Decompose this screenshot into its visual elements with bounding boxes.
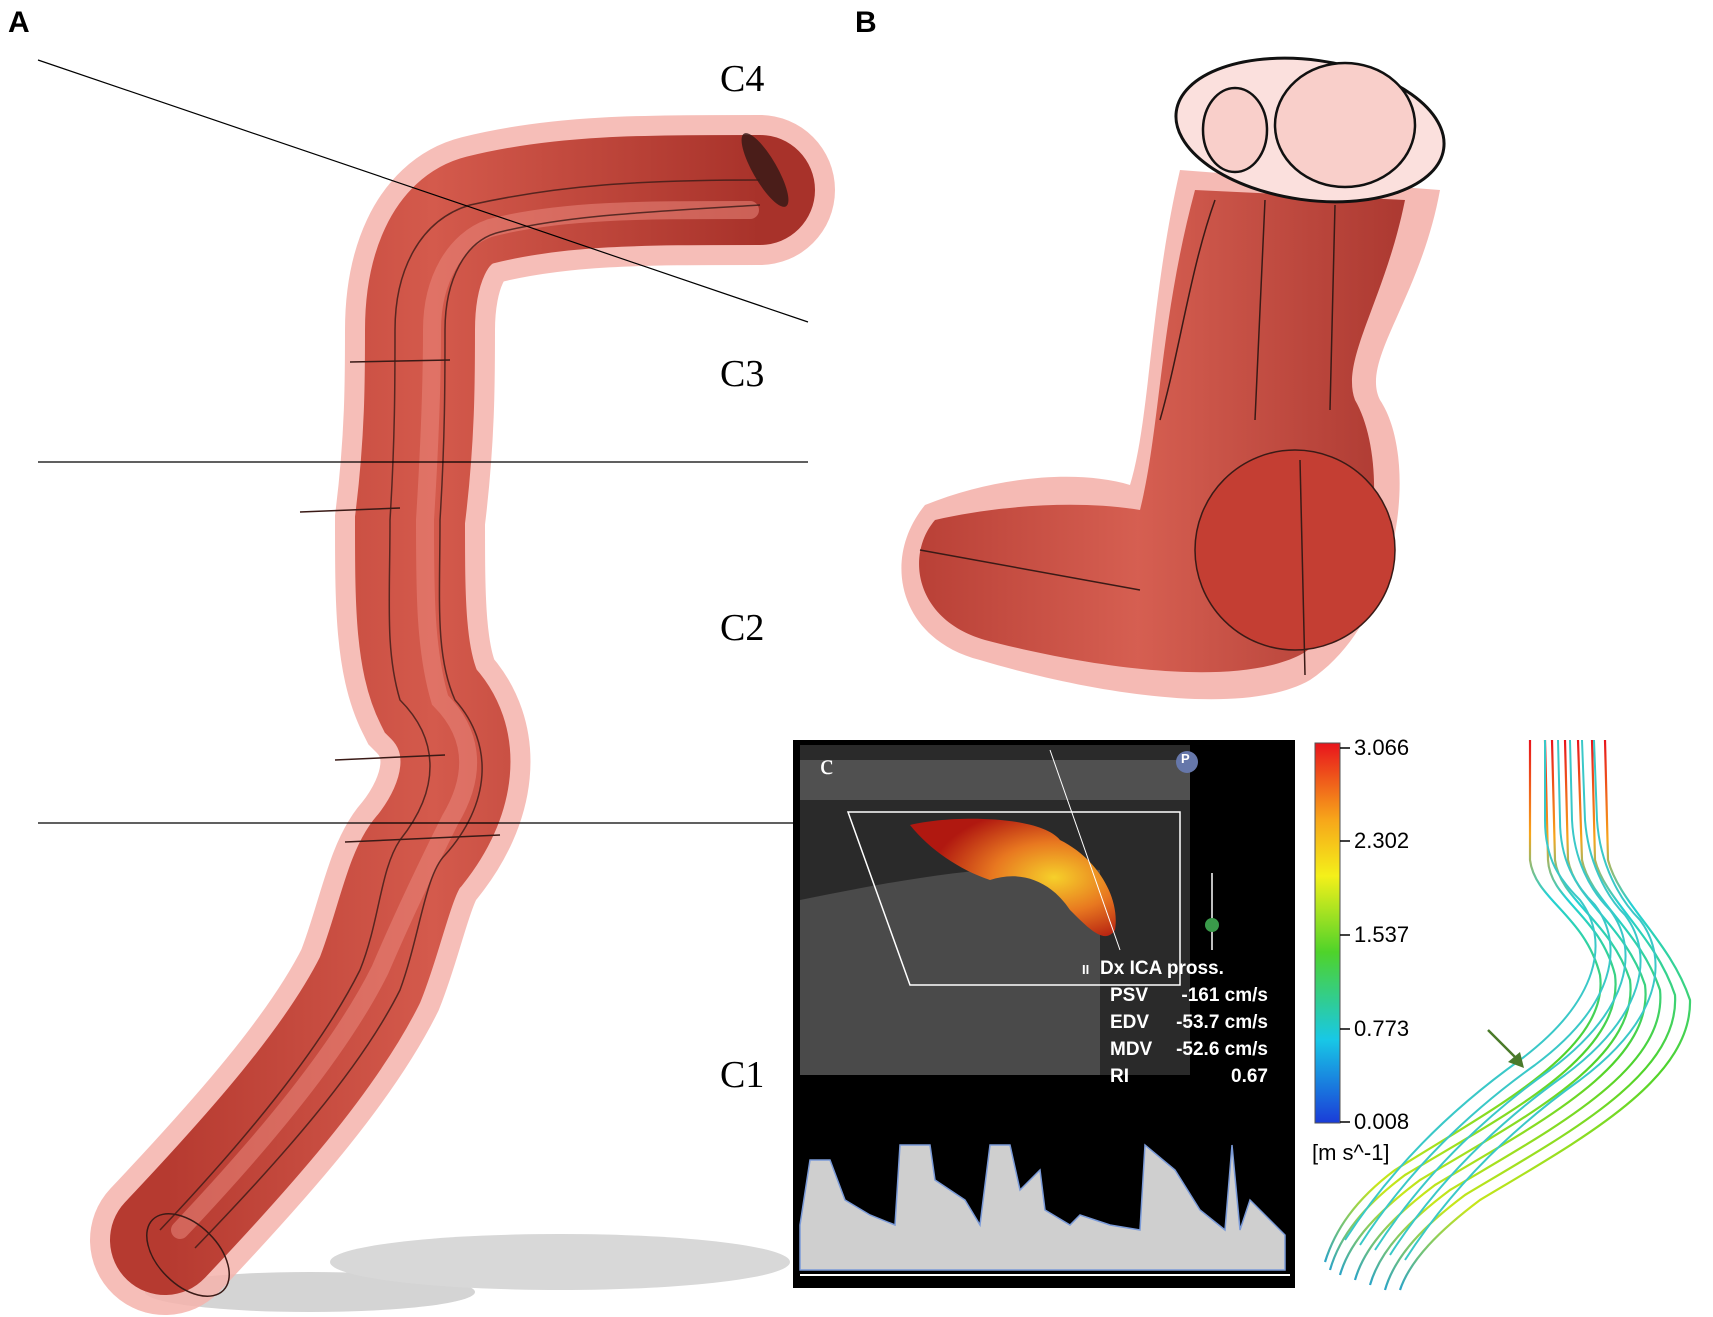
colorbar-tick-label: 1.537 bbox=[1354, 922, 1410, 947]
measurement-label: EDV bbox=[1110, 1012, 1150, 1033]
colorbar bbox=[1314, 742, 1341, 1124]
measurement-value: -161 cm/s bbox=[1181, 985, 1268, 1006]
doppler-waveform bbox=[799, 1143, 1286, 1271]
ultrasound-panel bbox=[793, 740, 1295, 1288]
measurement-label: MDV bbox=[1110, 1039, 1153, 1060]
segment-label-c4: C4 bbox=[720, 58, 765, 100]
colorbar-ticks bbox=[1340, 747, 1350, 1123]
ultrasound-site: Dx ICA pross. bbox=[1100, 958, 1224, 979]
measurement-value: -53.7 cm/s bbox=[1176, 1012, 1268, 1033]
measurement-value: 0.67 bbox=[1231, 1066, 1268, 1087]
site-marker: II bbox=[1082, 962, 1090, 977]
probe-badge bbox=[1176, 751, 1198, 773]
annotation-arrow bbox=[1487, 1029, 1519, 1061]
panel-label-b: B bbox=[855, 6, 877, 39]
measurement-label: RI bbox=[1110, 1066, 1129, 1087]
panel-label-a: A bbox=[8, 6, 30, 39]
measurement-label: PSV bbox=[1110, 985, 1149, 1006]
segment-label-c1: C1 bbox=[720, 1054, 765, 1096]
segment-label-c2: C2 bbox=[720, 607, 765, 649]
measurement-value: -52.6 cm/s bbox=[1176, 1039, 1268, 1060]
doppler-color-region bbox=[910, 818, 1116, 937]
streamline-plot-left bbox=[1344, 739, 1657, 1261]
vessel-model-b bbox=[901, 56, 1446, 700]
colorbar-tick-label: 0.008 bbox=[1354, 1109, 1410, 1134]
reference-line-c4 bbox=[37, 59, 809, 323]
probe-badge-label: P bbox=[1181, 751, 1190, 766]
vessel-model-a bbox=[90, 115, 835, 1315]
annotation-arrow-head bbox=[1508, 1052, 1524, 1068]
segment-label-c3: C3 bbox=[720, 353, 765, 395]
panel-label-c: c bbox=[820, 748, 834, 781]
colorbar-unit: [m s^-1] bbox=[1312, 1140, 1390, 1165]
colorbar-tick-label: 0.773 bbox=[1354, 1016, 1410, 1041]
colorbar-tick-label: 2.302 bbox=[1354, 828, 1410, 853]
streamline-plot bbox=[1323, 739, 1692, 1291]
colorbar-tick-label: 3.066 bbox=[1354, 735, 1410, 760]
